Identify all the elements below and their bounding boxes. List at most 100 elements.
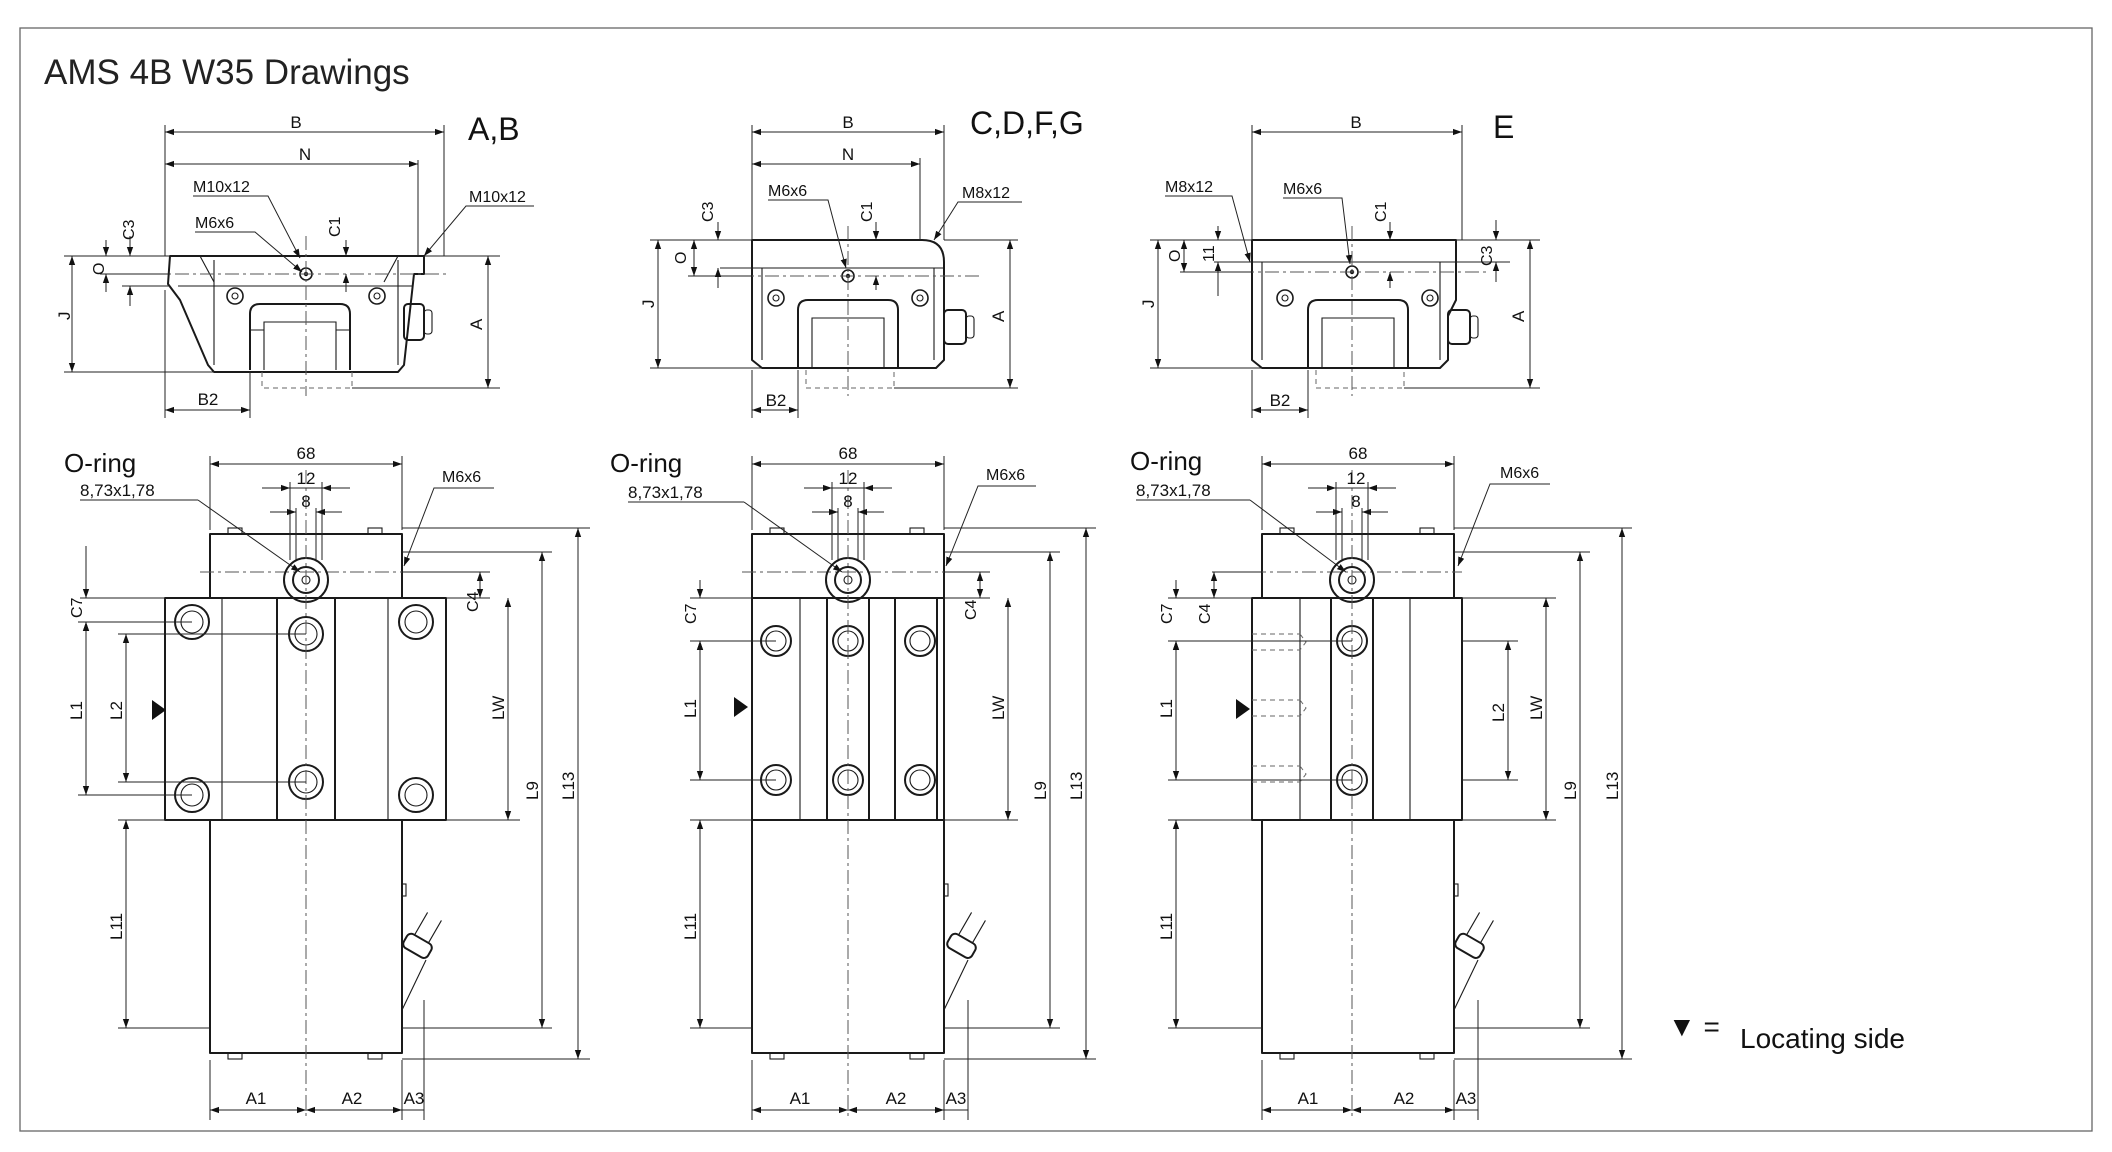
svg-text:L13: L13 <box>1603 772 1622 800</box>
svg-text:L9: L9 <box>523 781 542 800</box>
svg-text:L13: L13 <box>1067 772 1086 800</box>
svg-text:L1: L1 <box>681 699 700 718</box>
section-label-e: E <box>1493 109 1514 145</box>
svg-text:12: 12 <box>1347 469 1366 488</box>
locating-side-marker-ab <box>152 700 166 720</box>
svg-text:A2: A2 <box>886 1089 907 1108</box>
svg-text:C4: C4 <box>963 599 980 620</box>
oring-label-ab: O-ring <box>64 448 136 478</box>
svg-text:M6x6: M6x6 <box>1500 465 1539 482</box>
svg-text:M6x6: M6x6 <box>195 215 234 232</box>
top-plate-e <box>1261 533 1455 599</box>
svg-text:O: O <box>673 252 690 264</box>
svg-text:J: J <box>639 300 658 309</box>
svg-text:L2: L2 <box>1489 703 1508 722</box>
svg-text:O: O <box>91 263 108 275</box>
svg-text:LW: LW <box>989 696 1008 720</box>
svg-text:L2: L2 <box>107 701 126 720</box>
svg-text:L11: L11 <box>107 913 126 940</box>
svg-text:C4: C4 <box>465 591 482 612</box>
svg-text:A: A <box>1509 310 1528 322</box>
svg-text:8: 8 <box>301 492 310 511</box>
front-view-e: E B M8x12 M6x6 C1 O 11 <box>1139 109 1540 418</box>
cable-gland-ab <box>402 912 442 959</box>
svg-text:M8x12: M8x12 <box>962 185 1010 202</box>
svg-text:A3: A3 <box>1456 1089 1477 1108</box>
bolts-ab <box>174 604 434 813</box>
svg-text:A3: A3 <box>946 1089 967 1108</box>
svg-text:8: 8 <box>843 492 852 511</box>
svg-text:C3: C3 <box>700 201 717 222</box>
legend-text: Locating side <box>1740 1023 1905 1054</box>
svg-text:L1: L1 <box>1157 699 1176 718</box>
hidden-bolts-e <box>1252 633 1307 783</box>
svg-text:12: 12 <box>839 469 858 488</box>
svg-text:8: 8 <box>1351 492 1360 511</box>
svg-text:B: B <box>842 113 853 132</box>
svg-text:C1: C1 <box>1373 201 1390 222</box>
front-view-ab: A,B B N M10x1 <box>55 111 534 418</box>
legend: ▼ = Locating side <box>1668 1011 1905 1054</box>
svg-text:68: 68 <box>297 444 316 463</box>
svg-text:A: A <box>989 310 1008 322</box>
svg-text:A2: A2 <box>342 1089 363 1108</box>
svg-text:11: 11 <box>1201 245 1218 262</box>
svg-text:M6x6: M6x6 <box>442 469 481 486</box>
svg-text:C3: C3 <box>1479 245 1496 266</box>
svg-text:C7: C7 <box>69 597 86 618</box>
svg-text:C4: C4 <box>1197 603 1214 624</box>
svg-text:L11: L11 <box>681 913 700 940</box>
sheet-frame <box>19 27 2093 1132</box>
svg-text:12: 12 <box>297 469 316 488</box>
svg-text:A3: A3 <box>404 1089 425 1108</box>
oring-label-cdfg: O-ring <box>610 448 682 478</box>
svg-text:C1: C1 <box>859 201 876 222</box>
svg-text:L9: L9 <box>1561 781 1580 800</box>
bolt-left-ab <box>226 287 244 305</box>
cable-gland-cdfg <box>946 912 986 959</box>
svg-text:LW: LW <box>1527 696 1546 720</box>
svg-text:8,73x1,78: 8,73x1,78 <box>1136 481 1211 500</box>
svg-text:M8x12: M8x12 <box>1165 179 1213 196</box>
svg-text:8,73x1,78: 8,73x1,78 <box>80 481 155 500</box>
oring-label-e: O-ring <box>1130 446 1202 476</box>
svg-text:M10x12: M10x12 <box>469 189 526 206</box>
cable-gland-e <box>1454 912 1494 959</box>
locating-side-marker-cdfg <box>734 697 748 717</box>
svg-text:B: B <box>1350 113 1361 132</box>
svg-text:B2: B2 <box>198 390 219 409</box>
svg-text:B2: B2 <box>766 391 787 410</box>
section-label-cdfg: C,D,F,G <box>970 105 1084 141</box>
clamp-plate-e <box>1251 597 1463 821</box>
svg-text:J: J <box>55 312 74 321</box>
svg-text:68: 68 <box>839 444 858 463</box>
svg-text:O: O <box>1167 250 1184 262</box>
side-view-ab: O-ring 8,73x1,78 <box>64 444 590 1120</box>
section-label-ab: A,B <box>468 111 520 147</box>
sheet-title: AMS 4B W35 Drawings <box>44 53 410 92</box>
svg-text:A1: A1 <box>790 1089 811 1108</box>
svg-text:N: N <box>299 145 311 164</box>
connector-e <box>1447 309 1471 345</box>
svg-text:LW: LW <box>489 696 508 720</box>
svg-text:M6x6: M6x6 <box>768 183 807 200</box>
svg-text:68: 68 <box>1349 444 1368 463</box>
svg-text:N: N <box>842 145 854 164</box>
svg-text:L11: L11 <box>1157 913 1176 940</box>
svg-text:8,73x1,78: 8,73x1,78 <box>628 483 703 502</box>
lower-body-e <box>1261 819 1455 1054</box>
svg-text:L9: L9 <box>1031 781 1050 800</box>
svg-text:C1: C1 <box>327 216 344 237</box>
clamp-body-cdfg <box>751 239 945 369</box>
locating-side-marker-e <box>1236 699 1250 719</box>
svg-text:A2: A2 <box>1394 1089 1415 1108</box>
svg-text:B2: B2 <box>1270 391 1291 410</box>
svg-text:A: A <box>467 318 486 330</box>
svg-text:C7: C7 <box>683 603 700 624</box>
legend-symbol: ▼ = <box>1668 1011 1720 1042</box>
svg-text:M6x6: M6x6 <box>1283 181 1322 198</box>
svg-text:A1: A1 <box>1298 1089 1319 1108</box>
bolt-right-ab <box>368 287 386 305</box>
clamp-body-e <box>1251 239 1457 369</box>
svg-text:L13: L13 <box>559 772 578 800</box>
